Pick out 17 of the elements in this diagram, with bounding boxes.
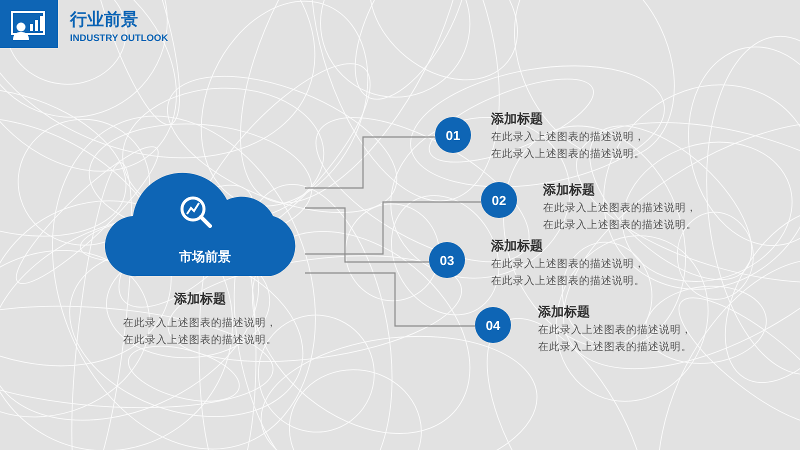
item-description: 在此录入上述图表的描述说明，在此录入上述图表的描述说明。 xyxy=(491,130,646,162)
item-heading: 添加标题 xyxy=(543,182,595,199)
connector-line xyxy=(305,272,475,327)
item-description: 在此录入上述图表的描述说明，在此录入上述图表的描述说明。 xyxy=(122,316,278,348)
item-description: 在此录入上述图表的描述说明，在此录入上述图表的描述说明。 xyxy=(491,257,646,289)
connector-line xyxy=(305,201,481,255)
subtitle: INDUSTRY OUTLOOK xyxy=(70,33,168,44)
page-title: 行业前景 xyxy=(70,9,138,31)
item-heading: 添加标题 xyxy=(173,291,227,308)
cloud-label: 市场前景 xyxy=(179,250,231,265)
item-heading: 添加标题 xyxy=(491,111,543,128)
item-heading: 添加标题 xyxy=(491,238,543,255)
connector-line xyxy=(305,136,435,189)
item-description: 在此录入上述图表的描述说明，在此录入上述图表的描述说明。 xyxy=(538,323,693,355)
connector-line xyxy=(305,207,429,263)
item-description: 在此录入上述图表的描述说明，在此录入上述图表的描述说明。 xyxy=(543,201,698,233)
item-heading: 添加标题 xyxy=(538,304,590,321)
